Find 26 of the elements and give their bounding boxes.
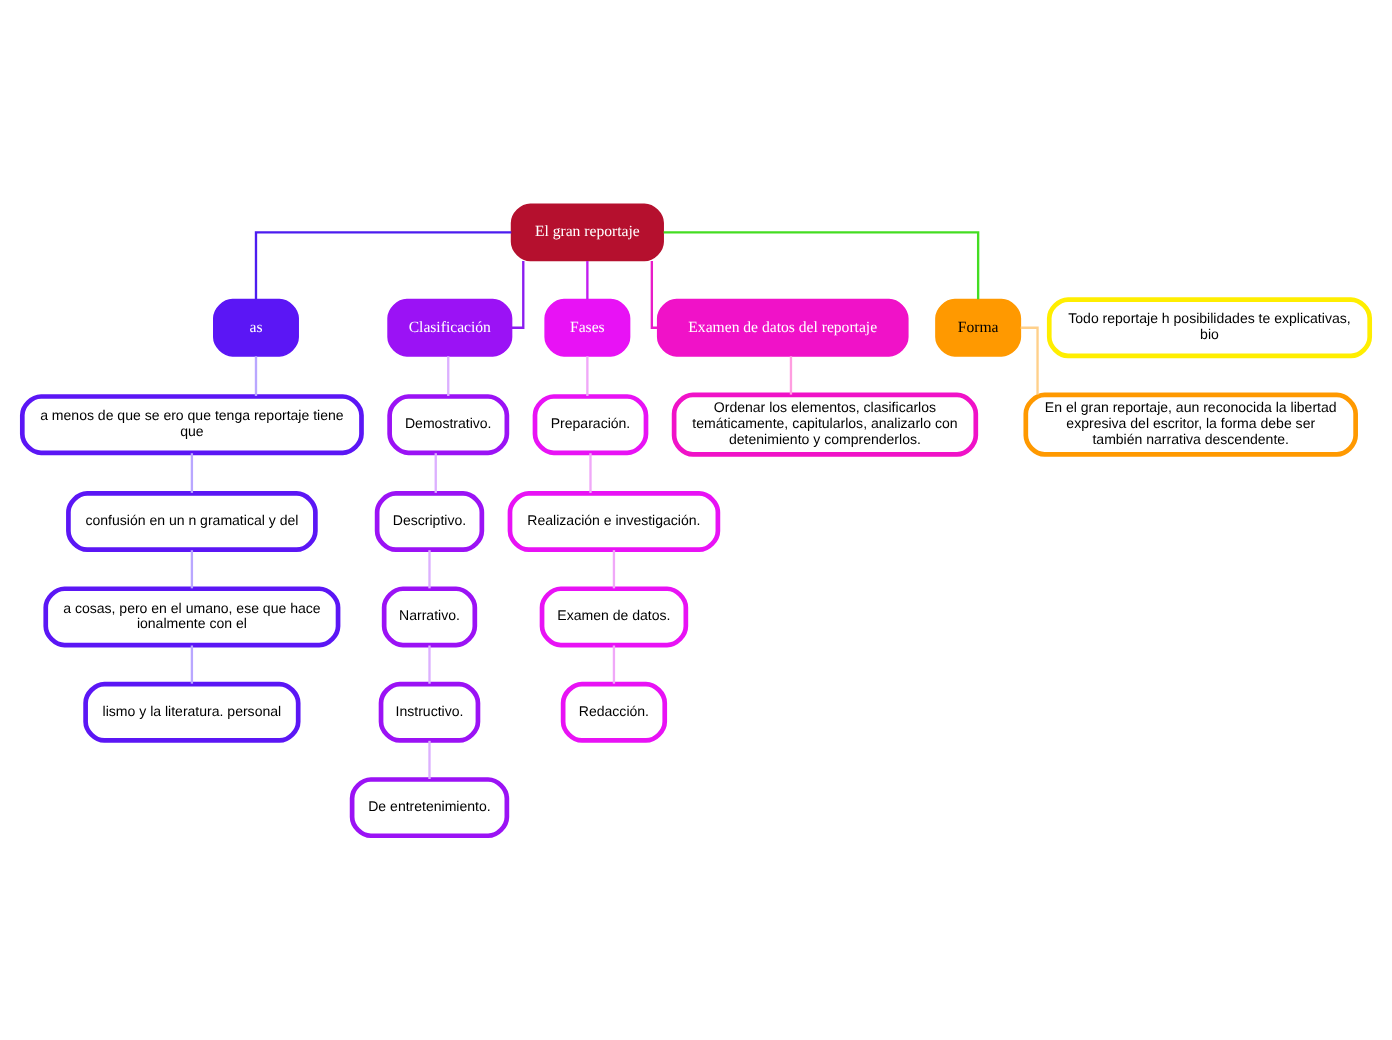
connector (254, 356, 258, 396)
connector (190, 550, 194, 589)
connector (511, 261, 525, 329)
node-box: Fases (544, 298, 631, 357)
connector (428, 645, 431, 684)
node-box: Clasificación (387, 298, 513, 357)
connector (447, 356, 450, 396)
connector (434, 453, 437, 493)
node-box: El gran reportaje (510, 203, 664, 262)
node-box: as (213, 298, 299, 357)
connector (586, 356, 589, 396)
connector (663, 231, 980, 300)
connector (190, 645, 194, 684)
connector (650, 261, 658, 329)
connector (1020, 326, 1039, 395)
connector (190, 453, 194, 493)
connector (612, 645, 616, 684)
connector (254, 231, 512, 300)
connector (589, 453, 592, 493)
connector (428, 550, 431, 589)
node-box: Examen de datos del reportaje (656, 298, 909, 357)
connector (789, 356, 793, 395)
connector (612, 550, 616, 589)
connector (586, 261, 589, 300)
connector (428, 740, 431, 779)
node-box: Forma (935, 298, 1022, 357)
